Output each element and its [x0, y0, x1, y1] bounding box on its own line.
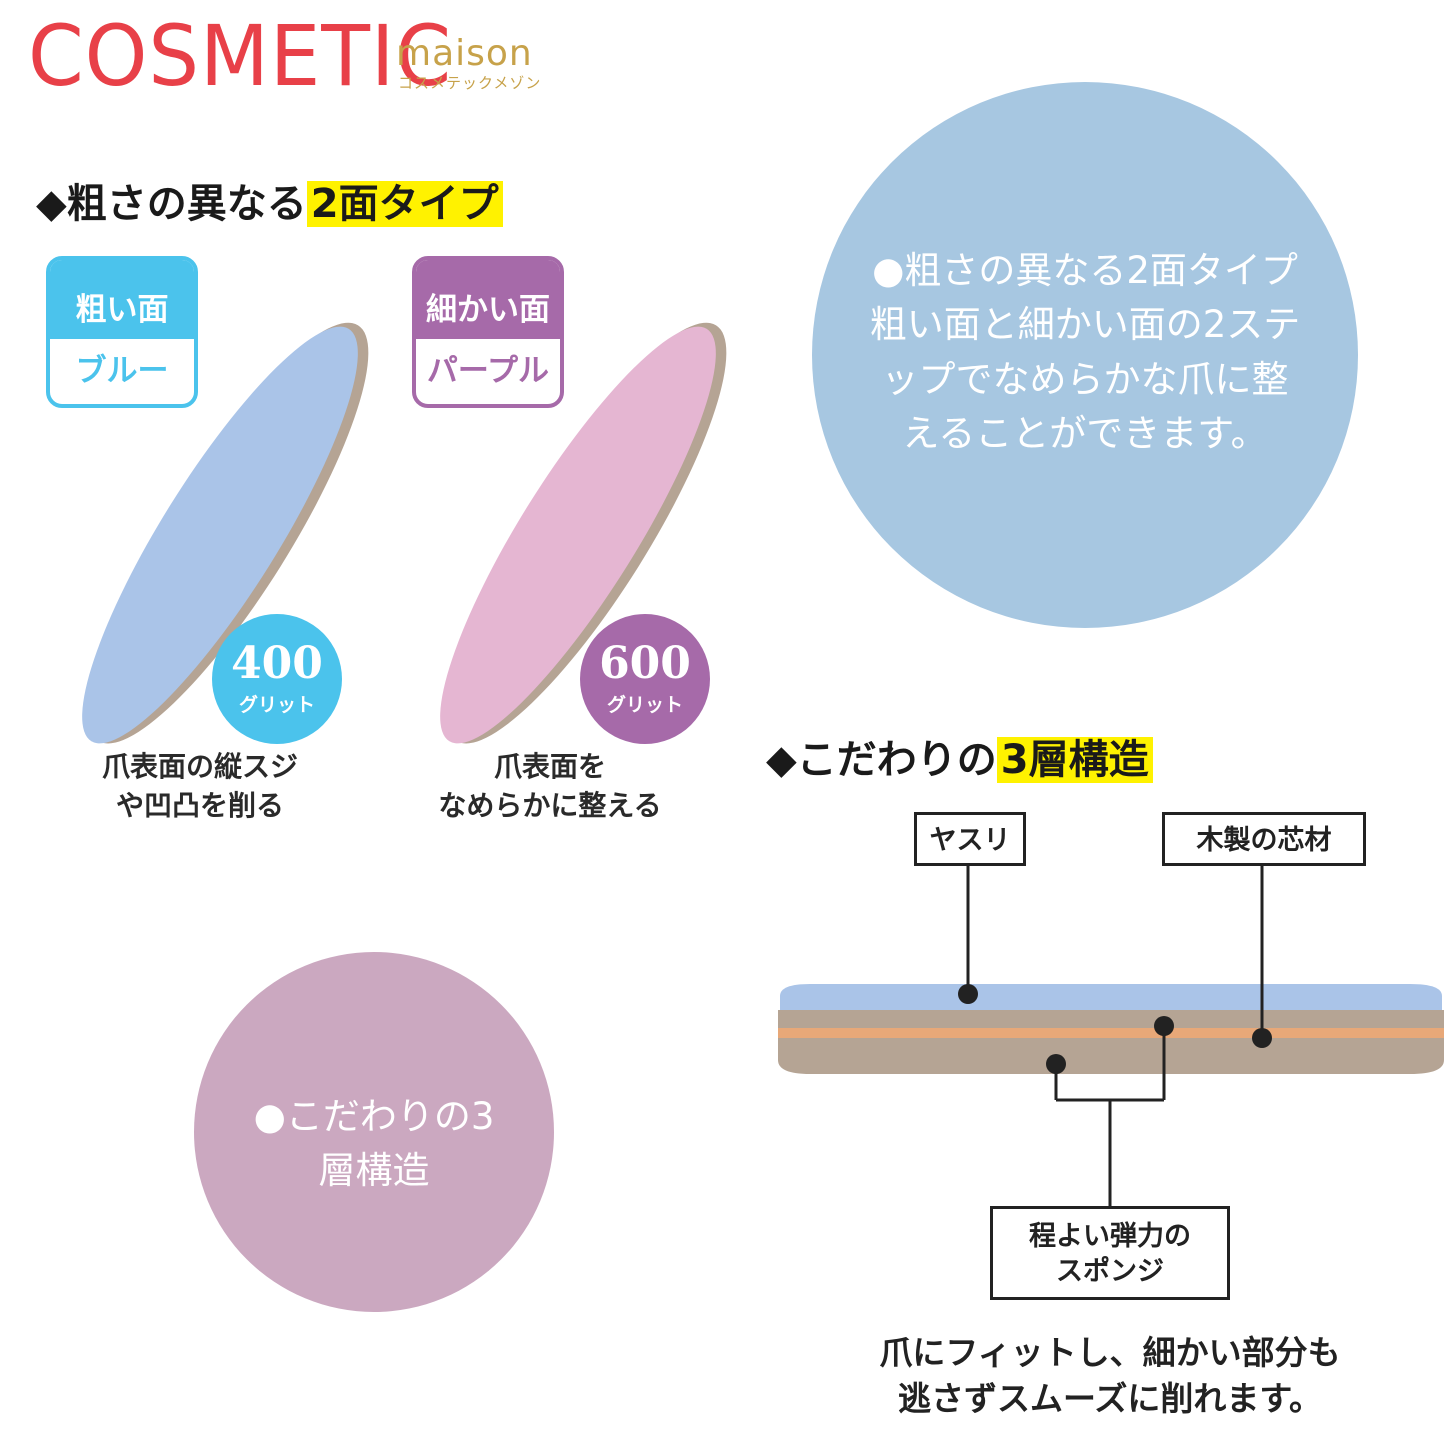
three-layer-footnote: 爪にフィットし、細かい部分も 逃さずスムーズに削れます。 — [820, 1330, 1400, 1422]
coarse-side-color: ブルー — [75, 353, 169, 389]
info-purple-line2: 層構造 — [318, 1149, 430, 1193]
three-layer-diagram — [778, 860, 1444, 1210]
coarse-caption-line2: や凹凸を削る — [115, 788, 284, 822]
section-title-highlight: 2面タイプ — [306, 181, 503, 227]
upper-sponge-layer — [778, 1010, 1444, 1028]
label-sponge-line1: 程よい弾力の — [1029, 1221, 1191, 1252]
blue-emery-board — [82, 322, 369, 744]
grit-400-label: グリット — [238, 694, 315, 716]
grit-400-badge: 400 グリット — [212, 614, 342, 744]
info-circle-two-sided: ●粗さの異なる2面タイプ 粗い面と細かい面の2ステ ップでなめらかな爪に整 える… — [812, 82, 1358, 628]
file-layer — [780, 984, 1442, 1010]
footnote-line2: 逃さずスムーズに削れます。 — [897, 1379, 1323, 1419]
lower-sponge-layer — [778, 1038, 1444, 1074]
coarse-side-caption: 爪表面の縦スジ や凹凸を削る — [60, 748, 340, 825]
label-sponge: 程よい弾力の スポンジ — [990, 1206, 1230, 1300]
coarse-caption-line1: 爪表面の縦スジ — [101, 750, 298, 783]
fine-side-color: パープル — [426, 353, 550, 389]
info-blue-line2: 粗い面と細かい面の2ステ — [869, 303, 1301, 347]
coarse-side-badge: 粗い面 ブルー — [46, 256, 198, 408]
emery-boards-illustration — [82, 322, 727, 744]
fine-side-caption: 爪表面を なめらかに整える — [410, 748, 690, 825]
brand-logo-sub: maison — [396, 33, 533, 74]
fine-caption-line1: 爪表面を — [493, 750, 606, 783]
section2-title-highlight: 3層構造 — [996, 737, 1153, 783]
info-purple-line1: ●こだわりの3 — [253, 1095, 495, 1138]
section-title-prefix: ◆粗さの異なる — [36, 181, 307, 227]
coarse-side-label: 粗い面 — [50, 260, 194, 339]
footnote-line1: 爪にフィットし、細かい部分も — [879, 1333, 1341, 1372]
brand-logo: COSMETIC — [28, 7, 453, 105]
info-blue-line1: ●粗さの異なる2面タイプ — [872, 249, 1298, 292]
fine-side-label: 細かい面 — [416, 260, 560, 339]
section2-title-prefix: ◆こだわりの — [766, 737, 997, 783]
label-wood-core: 木製の芯材 — [1162, 812, 1366, 866]
brand-logo-kana: コスメテックメゾン — [398, 74, 542, 92]
grit-400-number: 400 — [231, 638, 323, 689]
info-blue-line4: えることができます。 — [902, 412, 1268, 456]
fine-caption-line2: なめらかに整える — [438, 788, 662, 822]
wood-core-layer — [778, 1028, 1444, 1038]
info-blue-line3: ップでなめらかな爪に整 — [881, 357, 1289, 401]
info-circle-three-layer: ●こだわりの3 層構造 — [194, 952, 554, 1312]
fine-side-badge: 細かい面 パープル — [412, 256, 564, 408]
label-file: ヤスリ — [914, 812, 1026, 866]
grit-600-badge: 600 グリット — [580, 614, 710, 744]
label-sponge-line2: スポンジ — [1056, 1256, 1164, 1288]
grit-600-label: グリット — [606, 694, 683, 716]
grit-600-number: 600 — [599, 638, 691, 689]
pink-emery-board — [440, 322, 727, 744]
